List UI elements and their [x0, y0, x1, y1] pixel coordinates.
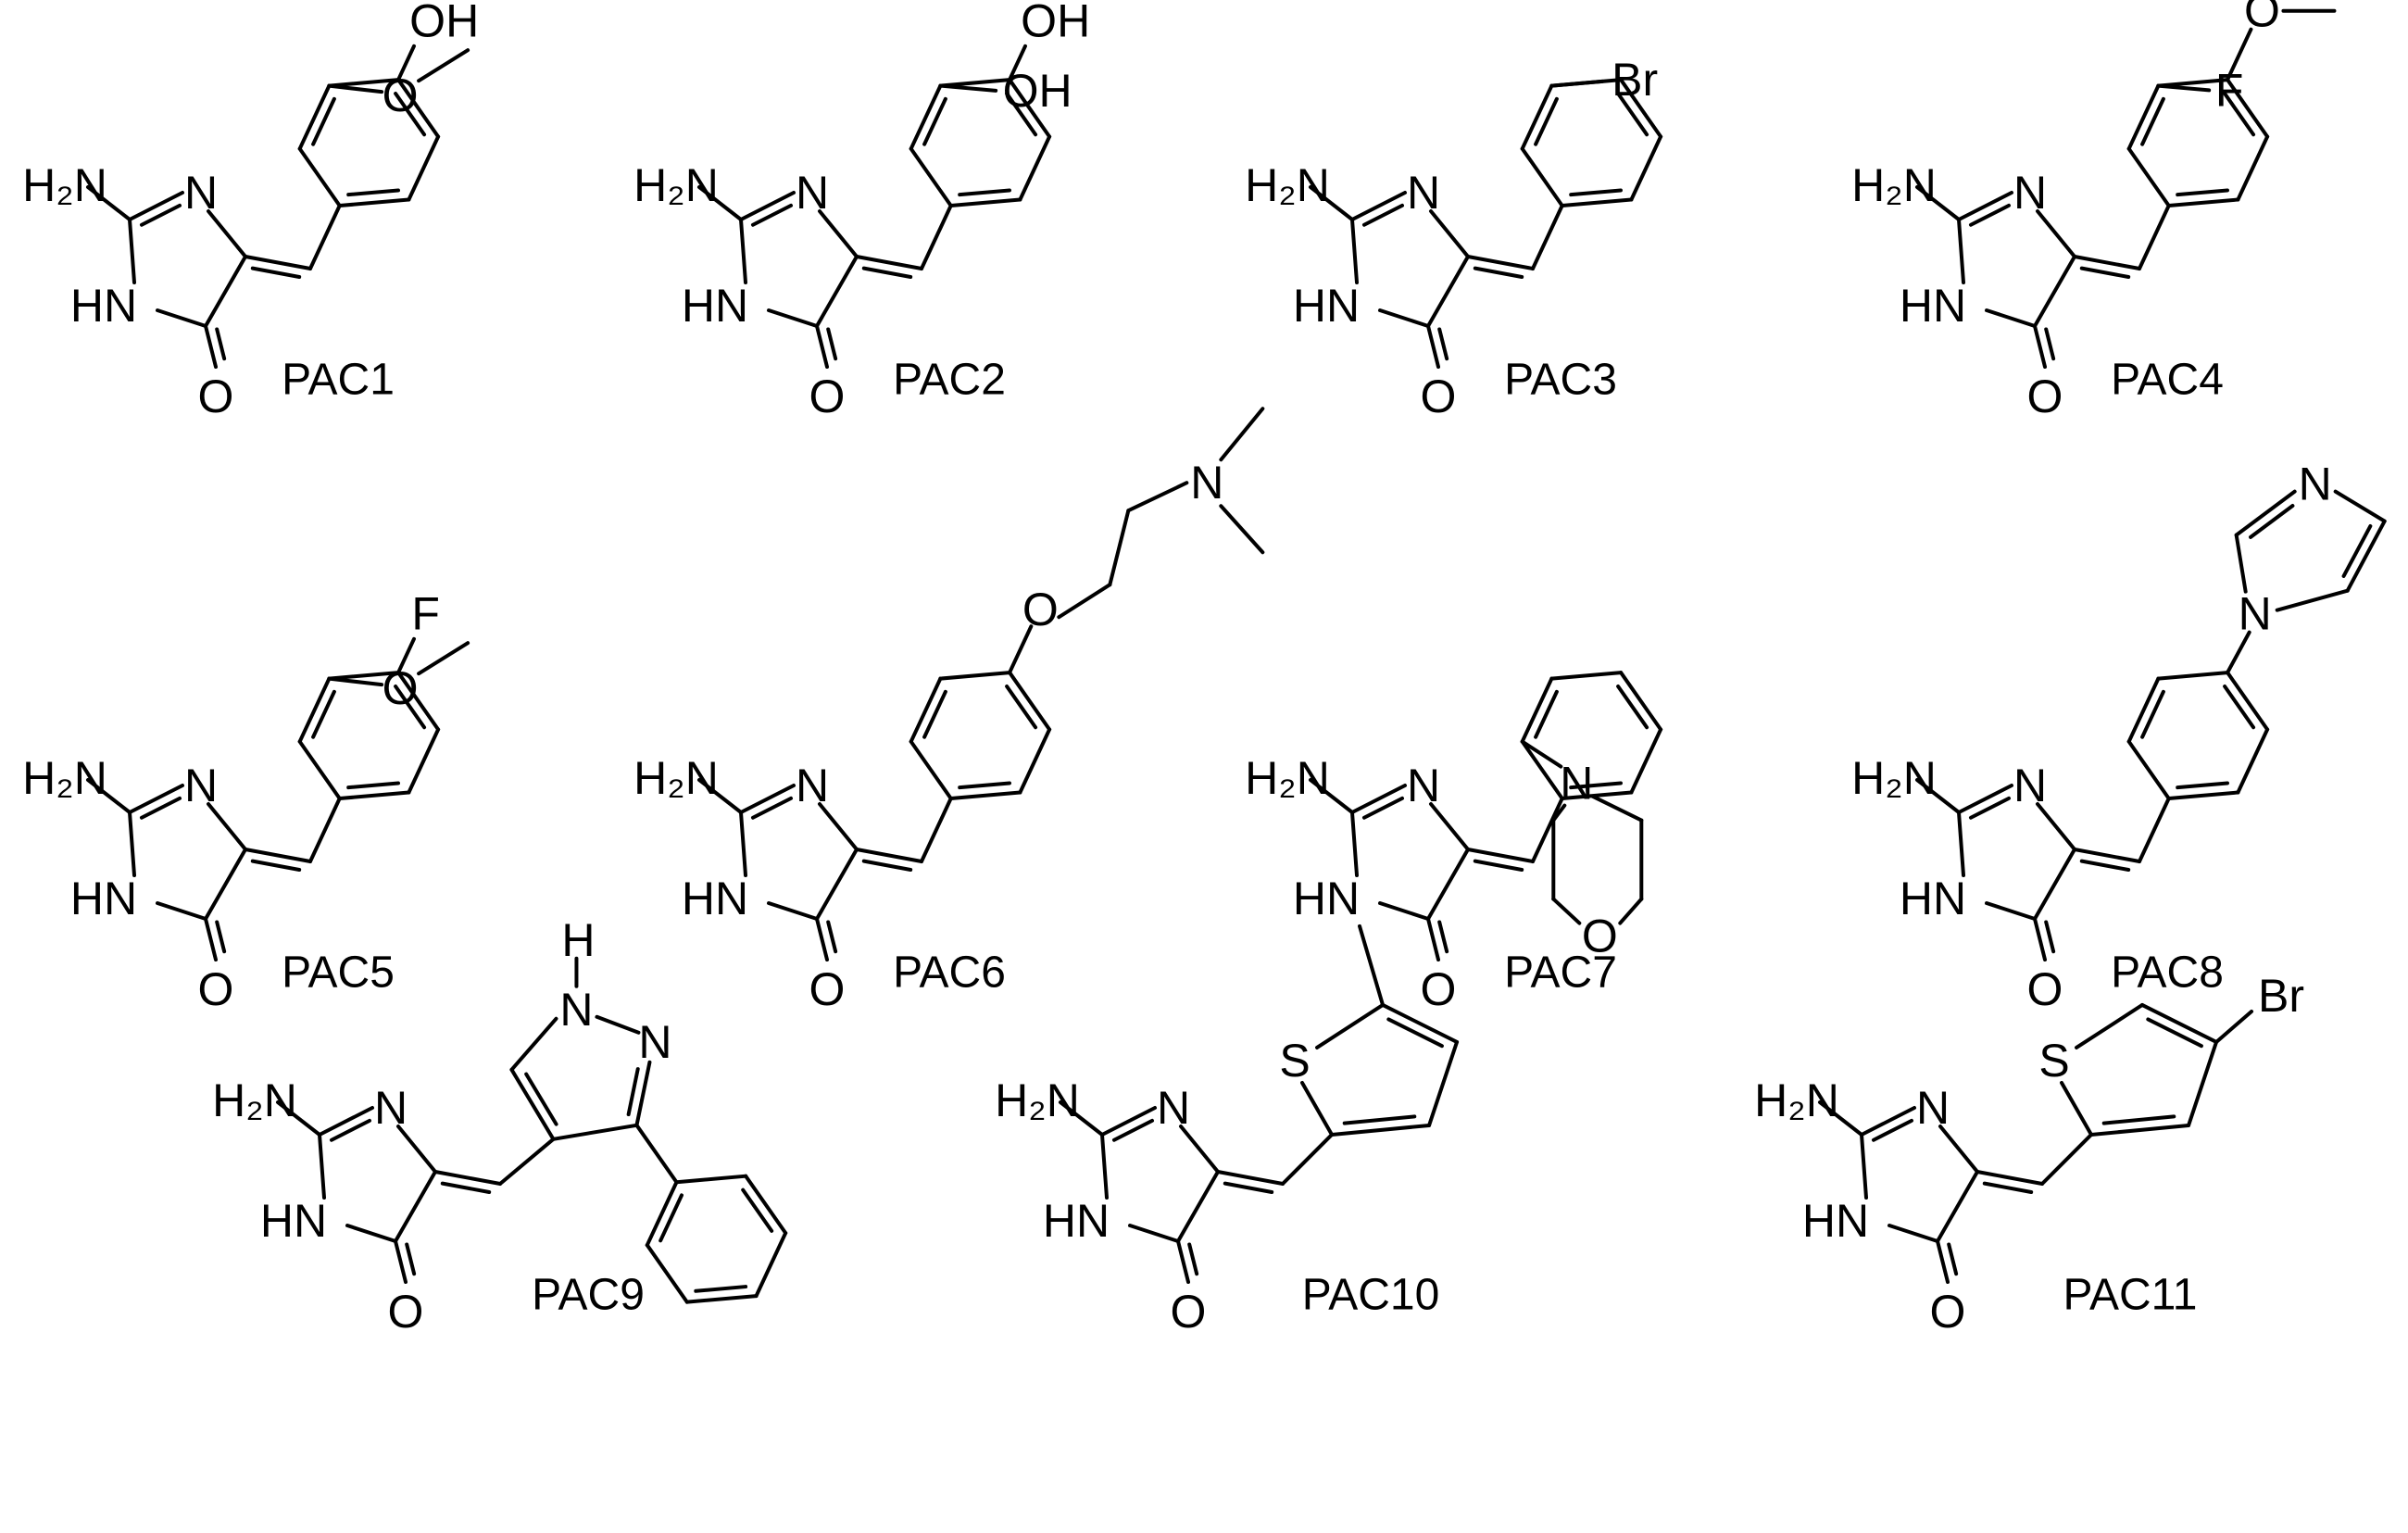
- ring-nh-label: HN: [1043, 1195, 1110, 1247]
- ring-nitrogen-label: N: [184, 760, 218, 811]
- carbonyl-oxygen-label: O: [2027, 371, 2063, 422]
- compound-pac10: H₂N N HN O S PAC10: [995, 924, 1460, 1338]
- ring-nh-label: HN: [682, 280, 748, 332]
- fluoro-group-label: F: [2215, 64, 2244, 116]
- morpholine-oxygen-label: O: [1582, 911, 1618, 962]
- compound-label: PAC3: [1504, 356, 1617, 405]
- compound-label: PAC11: [2063, 1271, 2198, 1320]
- ring-nh-label: HN: [1900, 873, 1966, 924]
- amino-group-label: H₂N: [633, 159, 719, 211]
- pyrazole-h-label: H: [561, 914, 595, 966]
- ether-oxygen-label: O: [1022, 584, 1059, 635]
- carbonyl-oxygen-label: O: [1421, 963, 1457, 1015]
- ring-nitrogen-label: N: [796, 167, 829, 219]
- compound-label: PAC7: [1504, 949, 1617, 998]
- compound-label: PAC5: [282, 949, 395, 998]
- carbonyl-oxygen-label: O: [198, 371, 234, 422]
- ring-nitrogen-label: N: [1157, 1082, 1190, 1134]
- ring-nh-label: HN: [682, 873, 748, 924]
- imidazole-n3-label: N: [2299, 459, 2332, 510]
- ring-nitrogen-label: N: [184, 167, 218, 219]
- ring-nh-label: HN: [260, 1195, 327, 1247]
- carbonyl-oxygen-label: O: [198, 963, 234, 1015]
- methoxy-oxygen-label: O: [383, 69, 419, 121]
- ring-nh-label: HN: [1900, 280, 1966, 332]
- imidazole-n1-label: N: [2239, 588, 2272, 640]
- hydroxy-group-label: OH: [1003, 65, 1072, 117]
- ring-nitrogen-label: N: [2013, 760, 2047, 811]
- carbonyl-oxygen-label: O: [809, 371, 846, 422]
- compound-label: PAC8: [2111, 949, 2224, 998]
- compound-label: PAC6: [893, 949, 1006, 998]
- amino-group-label: H₂N: [1851, 752, 1937, 804]
- amino-group-label: H₂N: [1754, 1074, 1839, 1126]
- thiophene-sulfur-label: S: [2038, 1035, 2069, 1087]
- amino-group-label: H₂N: [995, 1074, 1080, 1126]
- amine-nitrogen-label: N: [1190, 457, 1223, 509]
- pyrazole-n2-label: N: [638, 1016, 671, 1068]
- hydroxy-group-label: OH: [409, 0, 479, 47]
- ring-nitrogen-label: N: [2013, 167, 2047, 219]
- ring-nitrogen-label: N: [1407, 760, 1440, 811]
- compound-label: PAC2: [893, 356, 1006, 405]
- methoxy-oxygen-label: O: [383, 662, 419, 714]
- amino-group-label: H₂N: [22, 159, 107, 211]
- ring-nitrogen-label: N: [374, 1082, 408, 1134]
- pyrazole-nh-label: N: [559, 984, 593, 1036]
- amino-group-label: H₂N: [22, 752, 107, 804]
- compound-pac8: H₂N N HN O N N PAC8: [1851, 459, 2387, 1015]
- compound-label: PAC9: [532, 1271, 645, 1320]
- ring-nh-label: HN: [1293, 873, 1360, 924]
- compound-pac1: H₂N N HN O OH O PAC1: [22, 0, 479, 422]
- methoxy-oxygen-label: O: [2244, 0, 2280, 37]
- ring-nitrogen-label: N: [796, 760, 829, 811]
- ring-nitrogen-label: N: [1916, 1082, 1950, 1134]
- amino-group-label: H₂N: [1851, 159, 1937, 211]
- compound-pac2: H₂N N HN O OH OH PAC2: [633, 0, 1090, 422]
- bromo-group-label: Br: [1612, 54, 1658, 106]
- carbonyl-oxygen-label: O: [2027, 963, 2063, 1015]
- amino-group-label: H₂N: [633, 752, 719, 804]
- amino-group-label: H₂N: [1245, 159, 1330, 211]
- ring-nh-label: HN: [70, 280, 137, 332]
- carbonyl-oxygen-label: O: [388, 1286, 424, 1338]
- amino-group-label: H₂N: [1245, 752, 1330, 804]
- amino-group-label: H₂N: [212, 1074, 297, 1126]
- hydroxy-group-label: OH: [1021, 0, 1090, 47]
- carbonyl-oxygen-label: O: [1930, 1286, 1966, 1338]
- compound-pac6: H₂N N HN O O N PAC6: [633, 407, 1265, 1015]
- carbonyl-oxygen-label: O: [1421, 371, 1457, 422]
- compound-label: PAC1: [282, 356, 395, 405]
- bromo-group-label: Br: [2258, 970, 2304, 1022]
- compound-label: PAC10: [1302, 1271, 1440, 1320]
- morpholine-nitrogen-label: N: [1560, 758, 1593, 810]
- carbonyl-oxygen-label: O: [1171, 1286, 1207, 1338]
- ring-nh-label: HN: [70, 873, 137, 924]
- ring-nh-label: HN: [1293, 280, 1360, 332]
- compound-label: PAC4: [2111, 356, 2224, 405]
- carbonyl-oxygen-label: O: [809, 963, 846, 1015]
- ring-nh-label: HN: [1802, 1195, 1869, 1247]
- fluoro-group-label: F: [411, 588, 440, 640]
- thiophene-sulfur-label: S: [1279, 1035, 1310, 1087]
- ring-nitrogen-label: N: [1407, 167, 1440, 219]
